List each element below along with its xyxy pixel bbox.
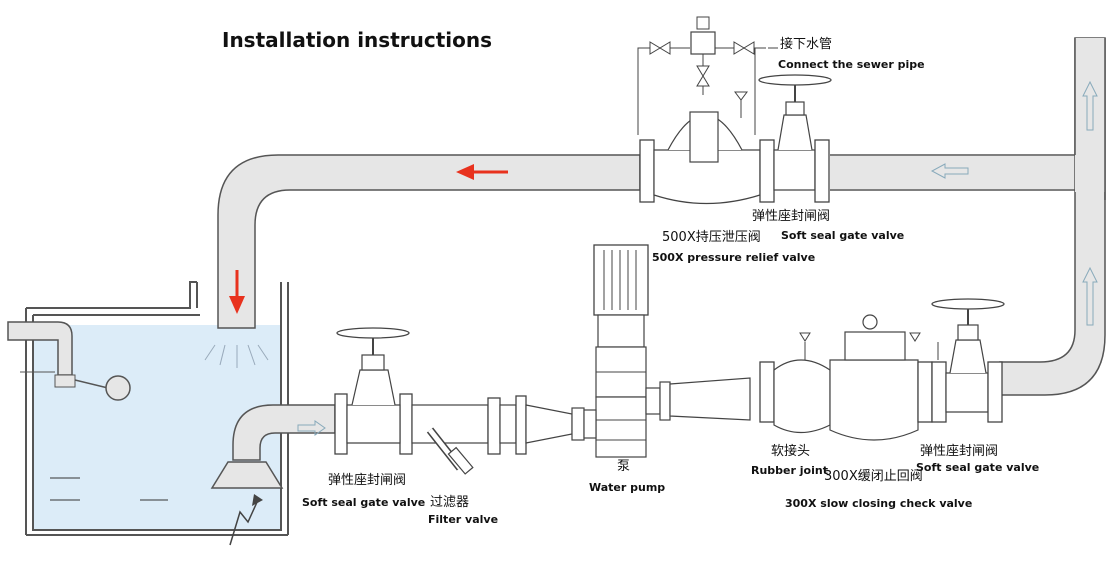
splash-icon — [204, 344, 269, 368]
top-gate-valve-label-en: Soft seal gate valve — [781, 229, 905, 242]
rubber-joint-label-zh: 软接头 — [771, 444, 811, 459]
page-title: Installation instructions — [222, 28, 493, 52]
right-gate-valve — [931, 298, 1005, 423]
y-strainer-filter — [411, 397, 501, 475]
check-valve-label-en: 300X slow closing check valve — [785, 497, 973, 510]
flow-arrow-up-icon — [1082, 80, 1098, 326]
top-gate-valve-label-zh: 弹性座封闸阀 — [752, 209, 831, 224]
flow-arrow-right-icon — [297, 420, 326, 436]
check-valve-label-zh: 300X缓闭止回阀 — [824, 469, 923, 484]
water-pump — [583, 244, 649, 458]
filter-label-en: Filter valve — [428, 513, 499, 526]
pump-label-en: Water pump — [589, 481, 666, 494]
right-gate-valve-label-zh: 弹性座封闸阀 — [920, 444, 999, 459]
pump-label-zh: 泵 — [617, 459, 631, 474]
flow-arrow-left-icon — [456, 164, 508, 180]
flow-arrow-down-icon — [229, 270, 245, 314]
relief-valve-label-en: 500X pressure relief valve — [652, 251, 816, 264]
pump-line — [297, 244, 1005, 475]
sewer-pipe-label-en: Connect the sewer pipe — [778, 58, 925, 71]
left-gate-valve-label-en: Soft seal gate valve — [302, 496, 426, 509]
filter-label-zh: 过滤器 — [430, 495, 470, 510]
relief-valve-label-zh: 500X持压泄压阀 — [662, 230, 761, 245]
left-gate-valve — [334, 327, 413, 455]
sewer-pipe-label-zh: 接下水管 — [780, 37, 833, 52]
return-pipe — [204, 154, 1075, 368]
pressure-relief-assembly — [637, 16, 832, 205]
water-tank — [7, 281, 336, 546]
suction-flow-arrow — [229, 499, 259, 546]
flow-arrow-left-small-icon — [930, 163, 969, 179]
right-gate-valve-label-en: Soft seal gate valve — [916, 461, 1040, 474]
rubber-joint-label-en: Rubber joint — [751, 464, 828, 477]
left-gate-valve-label-zh: 弹性座封闸阀 — [328, 473, 407, 488]
slow-closing-check-valve — [759, 314, 939, 441]
riser-pipe — [999, 37, 1106, 396]
float-ball — [105, 375, 131, 401]
